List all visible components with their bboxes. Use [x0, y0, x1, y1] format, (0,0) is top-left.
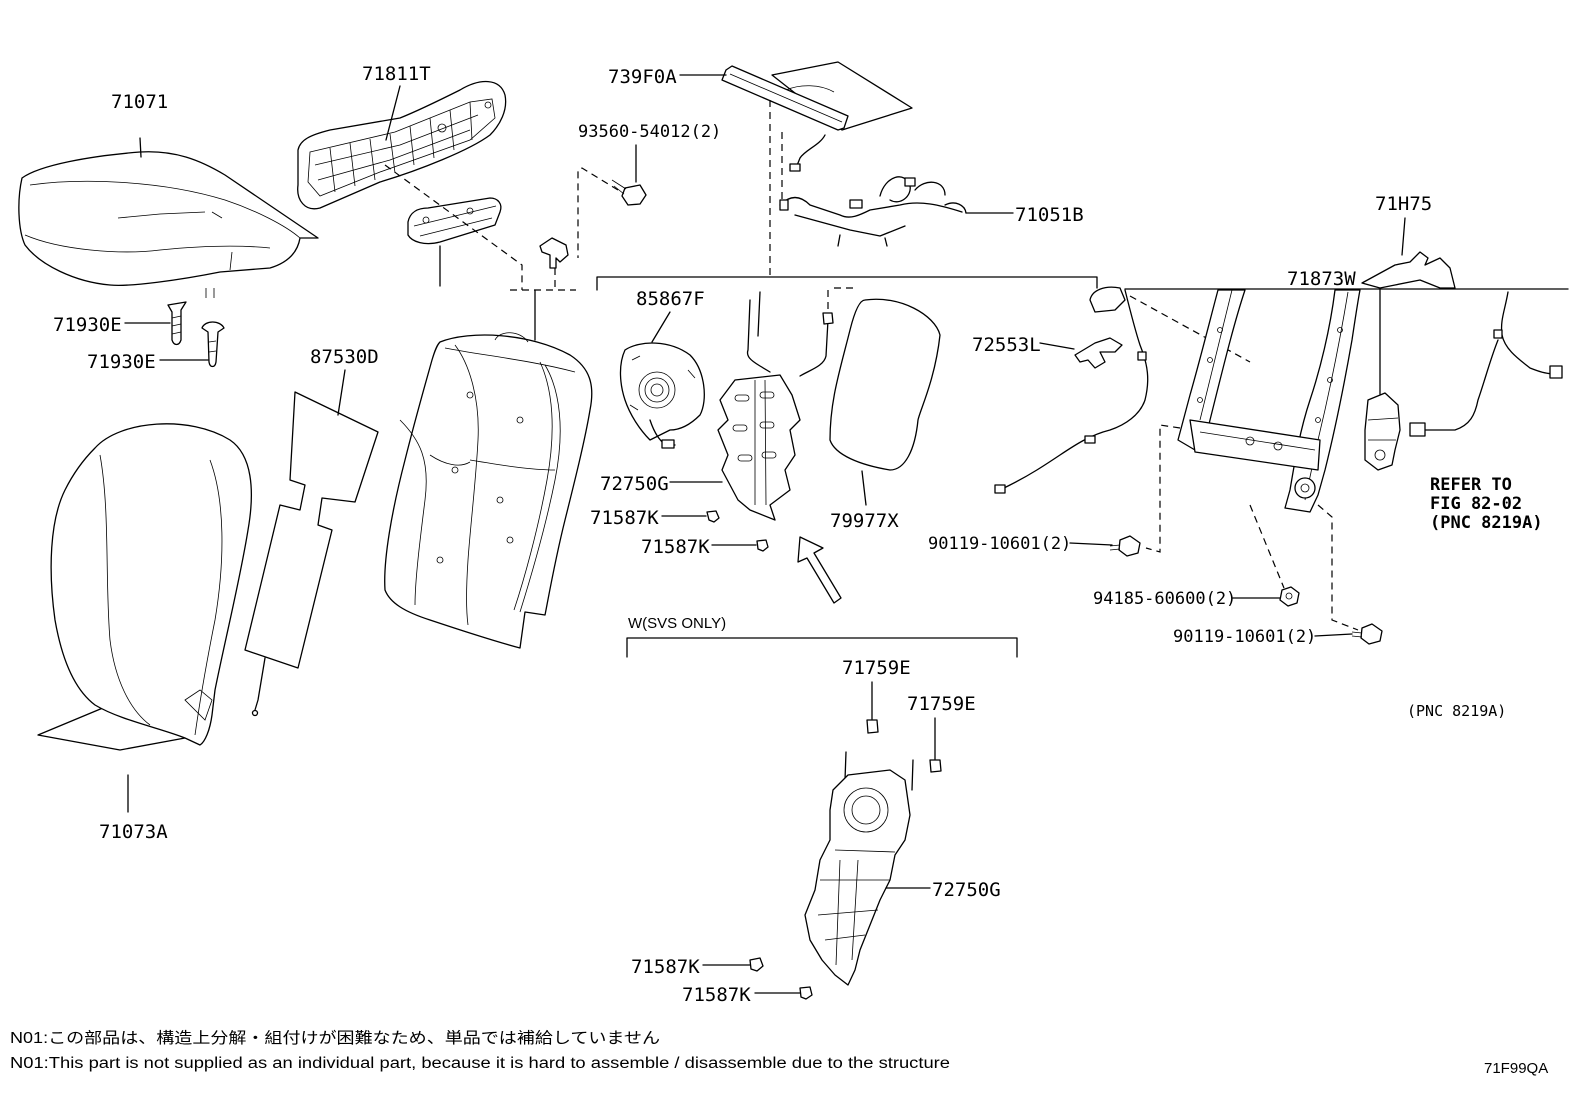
- clip-small: [929, 759, 942, 773]
- assembly-line: [577, 167, 619, 258]
- callout-label: 72750G: [600, 473, 669, 495]
- callout-label: 79977X: [830, 510, 899, 532]
- recliner-bracket: [1361, 251, 1456, 289]
- callout-label: 71930E: [53, 314, 122, 336]
- footnote-japanese: N01:この部品は、構造上分解・組付けが困難なため、単品では補給していません: [10, 1029, 660, 1047]
- callout-label: 87530D: [310, 346, 379, 368]
- lumbar-pump: [619, 342, 705, 449]
- headrest-support: [1089, 286, 1126, 313]
- callout-label: 90119-10601(2): [1173, 627, 1316, 647]
- leader-line: [1069, 542, 1113, 546]
- clip-small: [822, 312, 834, 325]
- callout-label: 71811T: [362, 63, 431, 85]
- clip-small: [756, 539, 769, 552]
- rail-bracket: [407, 197, 502, 245]
- leader-line: [337, 369, 346, 416]
- callout-label: 71759E: [907, 693, 976, 715]
- nut-frame: [1279, 586, 1300, 607]
- clip-small: [866, 719, 879, 734]
- assembly-line: [1145, 424, 1181, 553]
- callout-label: 71H75: [1375, 193, 1432, 215]
- callout-label: 71051B: [1015, 204, 1084, 226]
- callout-label: 94185-60600(2): [1093, 589, 1236, 609]
- callout-label: 71073A: [99, 821, 168, 843]
- clip-lower: [201, 321, 225, 368]
- leader-line: [1039, 342, 1075, 350]
- leader-line: [1314, 633, 1353, 637]
- leader-line: [385, 85, 401, 141]
- wire-harness-center: [994, 289, 1149, 494]
- leader-line: [1401, 217, 1406, 256]
- group-bracket: [596, 276, 1098, 291]
- bolt-top: [611, 179, 647, 206]
- clip-small: [706, 510, 720, 523]
- callout-label: 71587K: [641, 536, 710, 558]
- clip-small: [749, 957, 764, 972]
- leader-line: [139, 137, 142, 158]
- seat-cushion-pad: [18, 151, 319, 298]
- pnc-note: (PNC 8219A): [1407, 702, 1506, 720]
- callout-label: 71873W: [1287, 268, 1356, 290]
- callout-label: 71587K: [631, 956, 700, 978]
- assembly-line: [1249, 504, 1285, 589]
- seat-side-frame: [297, 80, 507, 210]
- footnote-english: N01:This part is not supplied as an indi…: [10, 1055, 950, 1072]
- callout-label: 72553L: [972, 334, 1041, 356]
- seat-back-cover: [37, 423, 252, 751]
- bolt-frame-right: [1351, 623, 1383, 645]
- callout-label: 90119-10601(2): [928, 534, 1071, 554]
- reference-line: REFER TO: [1430, 475, 1512, 495]
- variant-bracket: [626, 637, 1018, 658]
- lumbar-plate-upper: [717, 291, 829, 521]
- small-bracket: [1074, 337, 1123, 369]
- variant-label: W(SVS ONLY): [628, 615, 726, 632]
- seat-heater-mat: [244, 391, 379, 717]
- recliner-motor: [1364, 392, 1401, 471]
- callout-label: 85867F: [636, 288, 705, 310]
- clip-upper: [167, 301, 187, 346]
- reference-figure: FIG 82-02: [1430, 494, 1522, 514]
- callout-label: 71930E: [87, 351, 156, 373]
- direction-arrow: [797, 536, 842, 604]
- small-clip: [539, 237, 569, 269]
- callout-label: 71587K: [682, 984, 751, 1006]
- callout-label: 71071: [111, 91, 168, 113]
- top-bar-with-sheet: [721, 61, 913, 172]
- wire-harness-top: [779, 176, 967, 247]
- lumbar-plate-lower: [804, 751, 914, 986]
- callout-label: 93560-54012(2): [578, 122, 721, 142]
- callout-label: 739F0A: [608, 66, 677, 88]
- callout-label: 72750G: [932, 879, 1001, 901]
- clip-small: [799, 986, 813, 1000]
- leader-line: [651, 311, 671, 343]
- assembly-line: [1129, 295, 1251, 363]
- assembly-line: [384, 164, 523, 290]
- seat-back-pad: [384, 332, 593, 649]
- seat-back-frame: [1177, 289, 1361, 513]
- callout-label: 71759E: [842, 657, 911, 679]
- back-pad-insert: [829, 298, 941, 471]
- leader-line: [861, 470, 867, 506]
- figure-code: 71F99QA: [1484, 1060, 1548, 1077]
- callout-label: 71587K: [590, 507, 659, 529]
- bolt-frame-left: [1109, 535, 1141, 557]
- assembly-line: [1317, 504, 1359, 631]
- wire-harness-right: [1409, 291, 1563, 437]
- reference-pnc: (PNC 8219A): [1430, 513, 1543, 533]
